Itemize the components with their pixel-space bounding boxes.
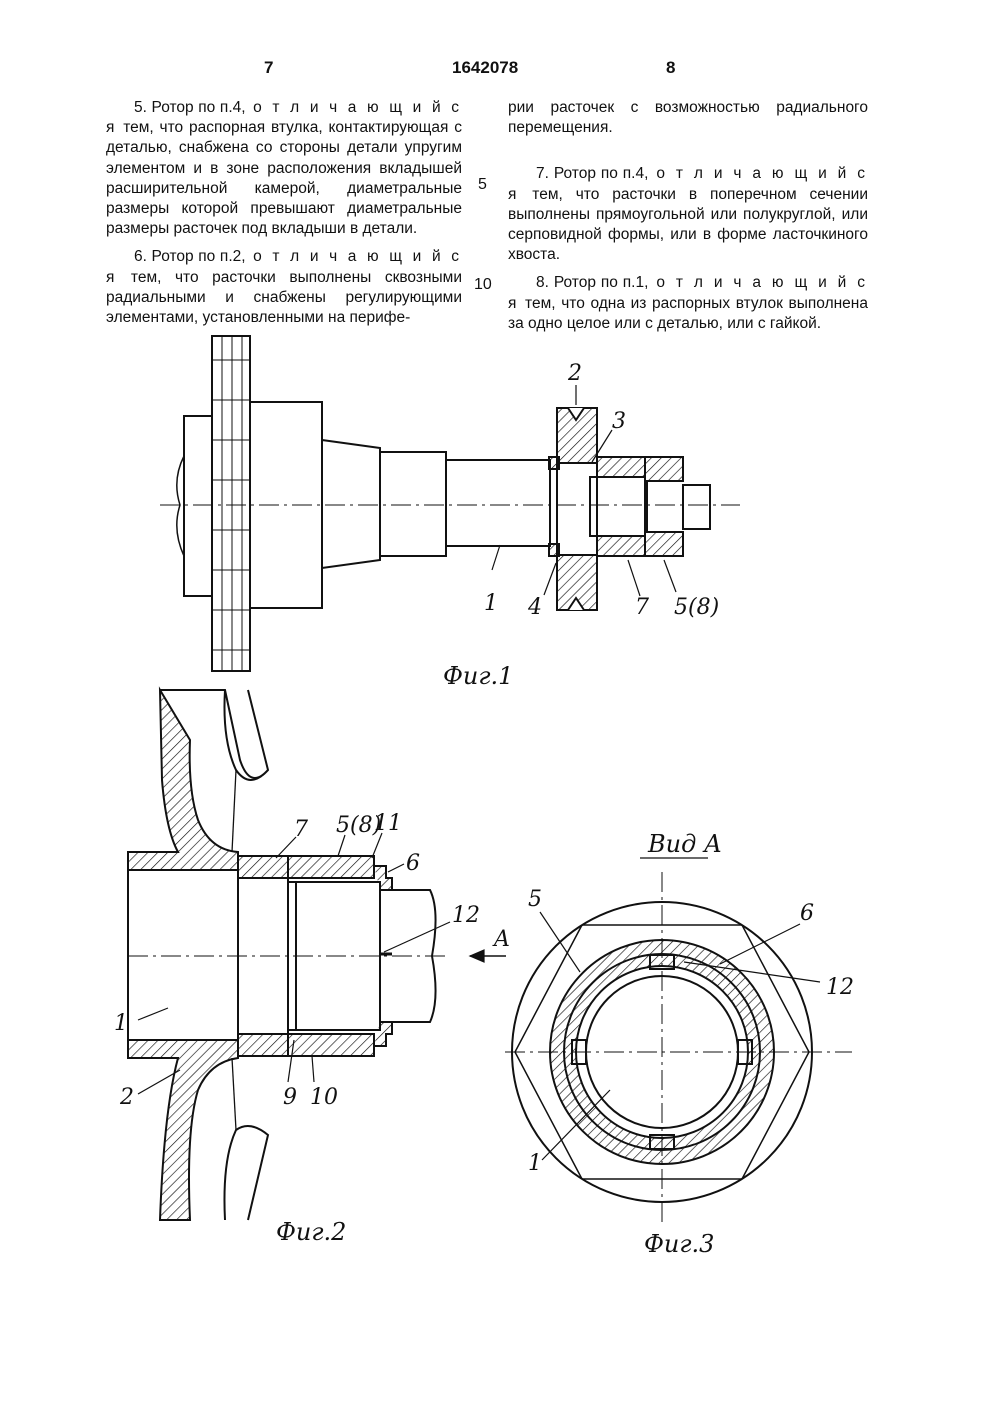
fig2-label-6: 6 — [406, 851, 420, 876]
fig1-label-3: 3 — [612, 409, 626, 434]
fig2-label-12: 12 — [452, 903, 480, 928]
fig1-taper — [321, 438, 381, 570]
fig2-label-A: A — [492, 927, 510, 952]
figure-1-labels — [491, 385, 677, 597]
fig1-shaft-step — [379, 451, 447, 557]
fig3-label-6: 6 — [800, 901, 814, 926]
document-number: 1642078 — [452, 58, 519, 77]
claim-5: 5. Ротор по п.4, о т л и ч а ю щ и й с я… — [106, 99, 462, 238]
fig1-shaft — [445, 459, 551, 547]
right-text-column: рии расточек с возможностью радиального … — [508, 98, 868, 342]
figure-3-labels — [539, 857, 821, 1161]
fig2-label-10: 10 — [310, 1085, 338, 1110]
fig1-impeller-disk — [211, 335, 251, 672]
page-number-right: 8 — [666, 58, 676, 77]
fig1-label-7: 7 — [635, 595, 649, 620]
fig1-label-5-8: 5(8) — [674, 595, 719, 620]
fig3-label-1: 1 — [528, 1151, 542, 1176]
fig1-label-4: 4 — [527, 595, 542, 620]
fig3-view-title: Вид А — [647, 830, 722, 858]
fig2-label-11: 11 — [374, 811, 402, 836]
fig2-caption: Фиг.2 — [276, 1218, 346, 1246]
figure-2 — [127, 686, 445, 1221]
figure-2-labels — [137, 832, 506, 1095]
fig1-label-1: 1 — [484, 591, 498, 616]
fig2-label-7: 7 — [294, 817, 308, 842]
fig1-left-hub — [183, 415, 213, 597]
figure-3 — [505, 872, 852, 1225]
fig3-caption: Фиг.3 — [644, 1230, 714, 1258]
figure-1 — [160, 335, 740, 672]
fig3-label-12: 12 — [826, 975, 854, 1000]
line-number-10: 10 — [474, 276, 492, 293]
fig2-label-9: 9 — [283, 1085, 297, 1110]
claim-8: 8. Ротор по п.1, о т л и ч а ю щ и й с я… — [508, 274, 868, 332]
fig3-label-5: 5 — [528, 887, 542, 912]
fig2-label-2: 2 — [119, 1085, 134, 1110]
fig2-label-5-8: 5(8) — [336, 813, 381, 838]
line-number-5: 5 — [478, 176, 487, 193]
fig3-outer-circle — [511, 901, 813, 1203]
page-number-left: 7 — [264, 58, 274, 77]
fig1-caption: Фиг.1 — [443, 662, 513, 690]
left-text-column: 5. Ротор по п.4, о т л и ч а ю щ и й с я… — [106, 98, 462, 336]
fig1-label-2: 2 — [567, 361, 582, 386]
claim-7: 7. Ротор по п.4, о т л и ч а ю щ и й с я… — [508, 165, 868, 264]
claim-6-continuation: рии расточек с возможностью радиального … — [508, 99, 868, 137]
fig2-label-1: 1 — [114, 1011, 128, 1036]
claim-6: 6. Ротор по п.2, о т л и ч а ю щ и й с я… — [106, 248, 462, 327]
